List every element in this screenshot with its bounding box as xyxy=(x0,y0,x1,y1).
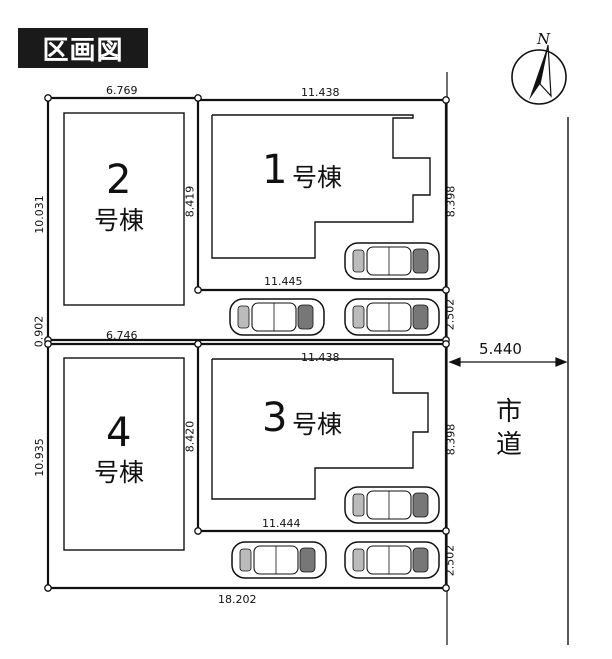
dim-lot3-top: 11.438 xyxy=(301,351,340,364)
dim-mid-lower: 11.444 xyxy=(262,517,301,530)
dim-mid-upper: 11.445 xyxy=(264,275,303,288)
dim-lot4-right: 8.420 xyxy=(183,420,197,453)
dim-bottom: 18.202 xyxy=(218,593,257,606)
lot1-suffix: 号棟 xyxy=(292,163,343,192)
plan-title: 区画図 xyxy=(18,28,148,68)
car-icon xyxy=(229,298,325,336)
lot2-suffix: 号棟 xyxy=(94,206,145,235)
dim-lot2-right: 8.419 xyxy=(183,185,197,218)
dim-gap-left: 0.902 xyxy=(32,315,46,348)
road-width-arrow xyxy=(448,357,568,367)
car-icon xyxy=(231,541,327,579)
lot1-number: 1 xyxy=(262,147,288,193)
car-icon xyxy=(344,298,440,336)
dim-left-upper: 10.031 xyxy=(32,195,46,234)
dim-lot1-right: 8.398 xyxy=(444,185,458,218)
car-icon xyxy=(344,541,440,579)
lot1-building xyxy=(211,114,431,259)
dim-parking-upper: 2.502 xyxy=(443,298,457,331)
lot4-number: 4 xyxy=(106,410,132,456)
lot4-suffix: 号棟 xyxy=(94,458,145,487)
lot3-number: 3 xyxy=(262,395,288,441)
lot4-building xyxy=(63,357,185,551)
dim-top-right: 11.438 xyxy=(301,86,340,99)
car-icon xyxy=(344,242,440,280)
lot3-building xyxy=(211,358,429,500)
dim-top-left: 6.769 xyxy=(106,84,138,97)
lot2-number: 2 xyxy=(106,157,132,203)
dim-left-lower: 10.935 xyxy=(32,438,46,477)
north-arrow-icon xyxy=(511,44,567,105)
road-label-line2: 道 xyxy=(495,429,522,460)
dim-parking-lower: 2.502 xyxy=(443,544,457,577)
lot3-suffix: 号棟 xyxy=(292,410,343,439)
car-icon xyxy=(344,486,440,524)
road-label: 市 道 xyxy=(492,396,526,461)
road-width-label: 5.440 xyxy=(479,340,522,358)
north-label: N xyxy=(537,30,551,48)
dim-lot3-right: 8.398 xyxy=(444,423,458,456)
road-label-line1: 市 xyxy=(495,397,522,427)
lot2-building xyxy=(63,112,185,306)
dim-mid-left: 6.746 xyxy=(106,329,138,342)
